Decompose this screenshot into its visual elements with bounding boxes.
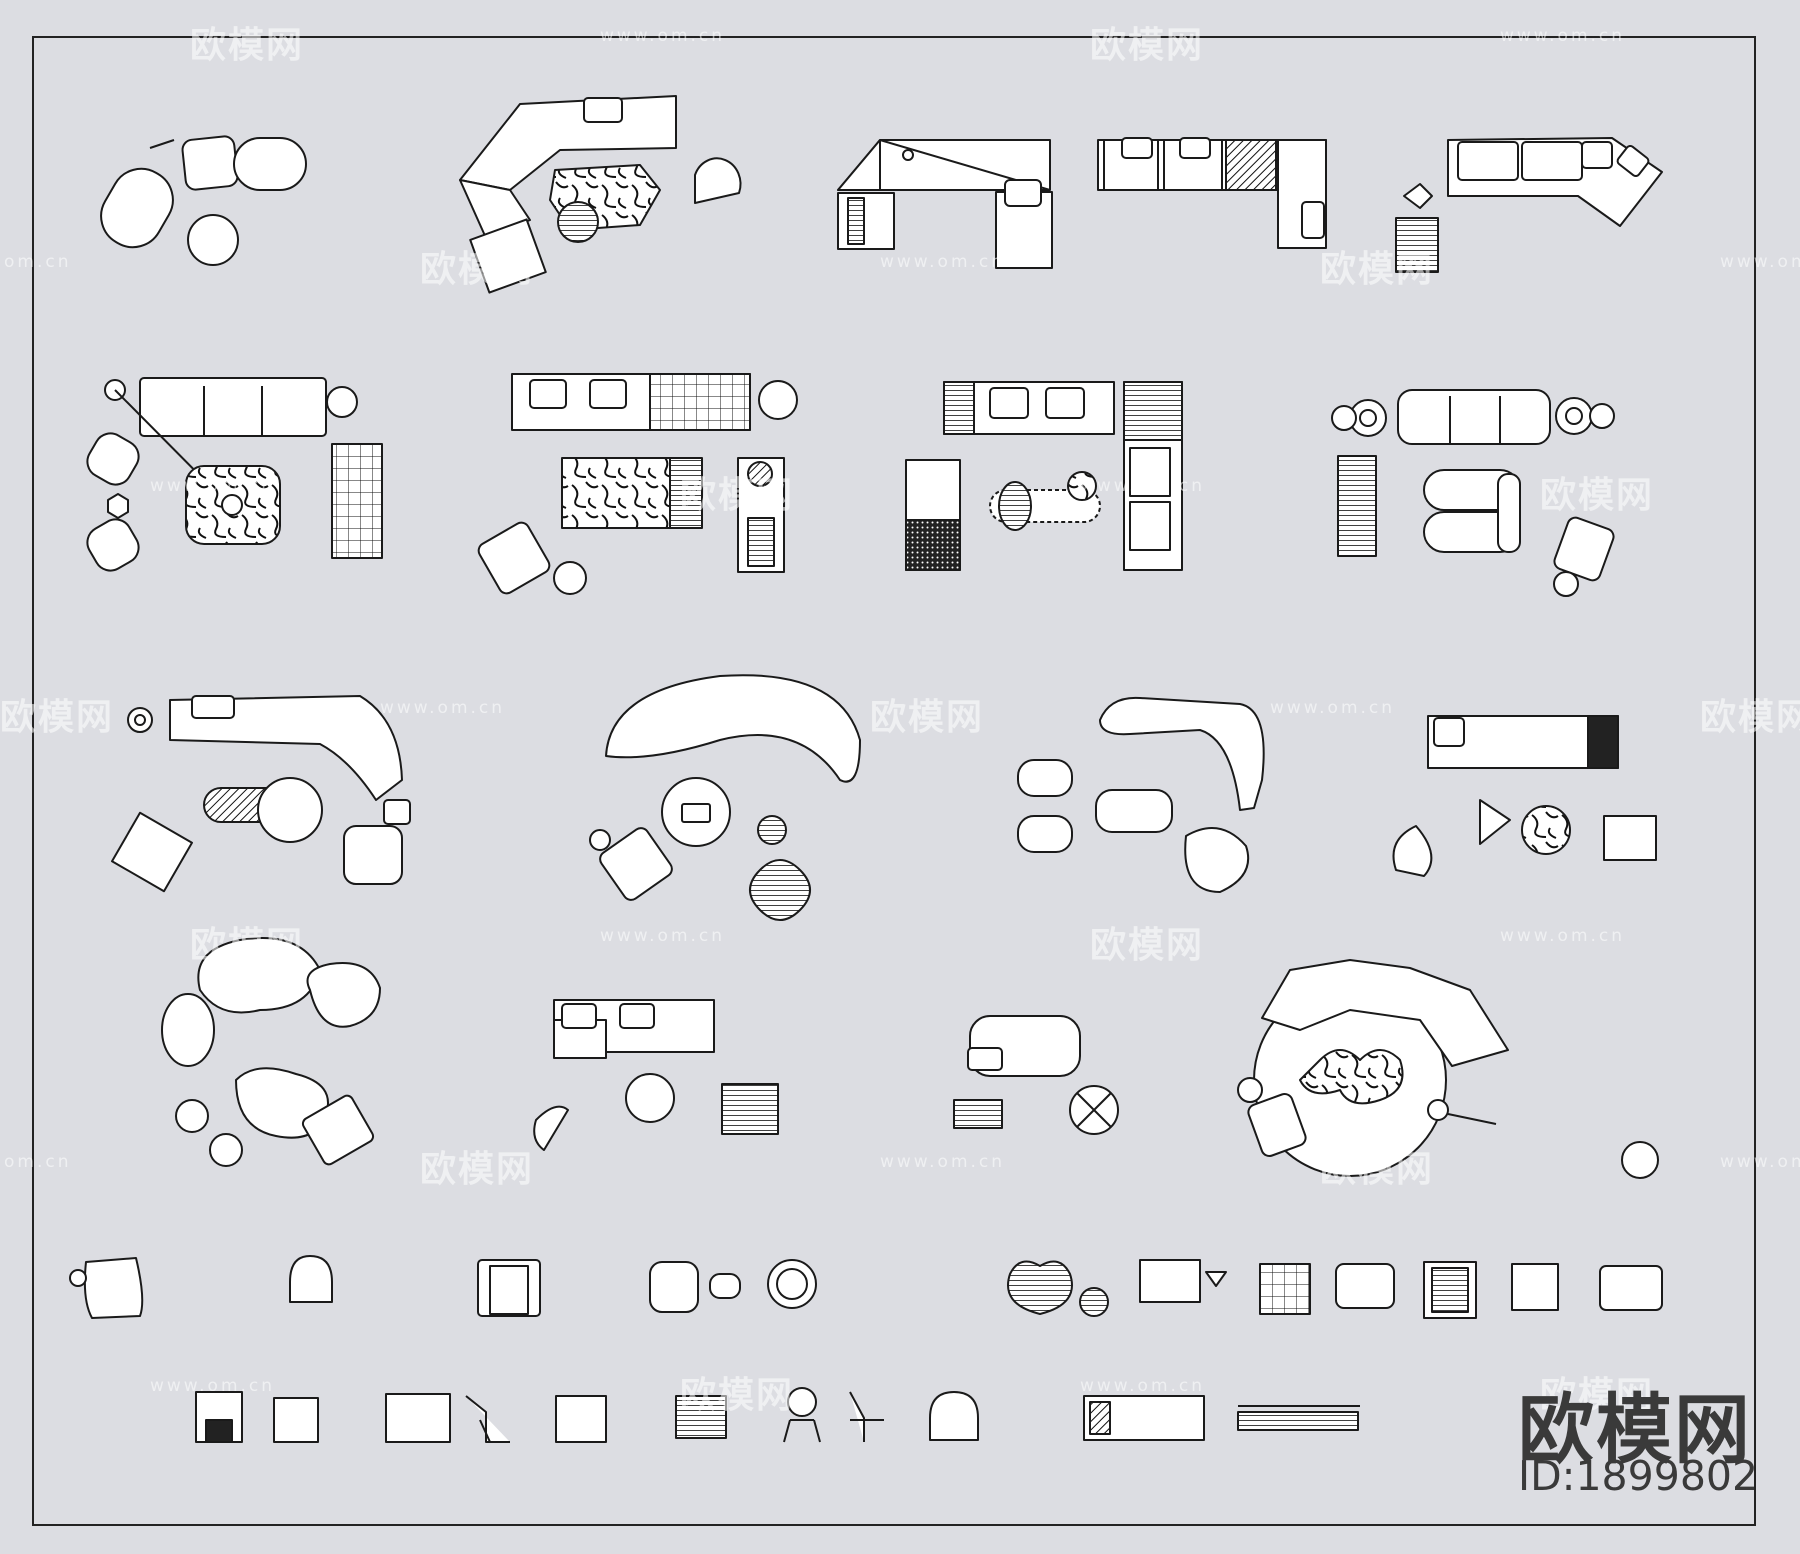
- curved-long-sofa-set: [111, 695, 411, 893]
- brand-logo-text: 欧模网: [1518, 1385, 1752, 1474]
- brand-id-label: ID:1899802: [1518, 1452, 1759, 1500]
- drawing-frame: [32, 36, 1756, 1526]
- corner-sofa: [837, 139, 1053, 269]
- cloud-organic-sofa-set: [161, 937, 381, 1167]
- modular-curved-sofa: [100, 135, 307, 266]
- sofa-with-chaise: [1392, 715, 1657, 877]
- elevation-chair-row: [195, 1387, 1360, 1443]
- loveseat-with-ottoman: [953, 1015, 1119, 1135]
- angled-sectional-set: [459, 95, 742, 294]
- l-sectional-with-cushions: [1097, 137, 1327, 249]
- round-sectional-set: [1237, 959, 1659, 1179]
- three-seat-sofa-with-rug: [86, 377, 383, 572]
- sofa-with-side-tables: [533, 999, 779, 1151]
- organic-sofa-with-chairs: [1017, 696, 1265, 893]
- corner-sofa-patterned: [905, 381, 1183, 571]
- armchair-row: [69, 1255, 1663, 1319]
- grid-sofa-with-tables: [477, 373, 798, 595]
- sofa-with-round-tables: [1331, 389, 1615, 597]
- kidney-curved-sofa-set: [589, 674, 861, 921]
- angled-sectional-right: [1395, 137, 1663, 273]
